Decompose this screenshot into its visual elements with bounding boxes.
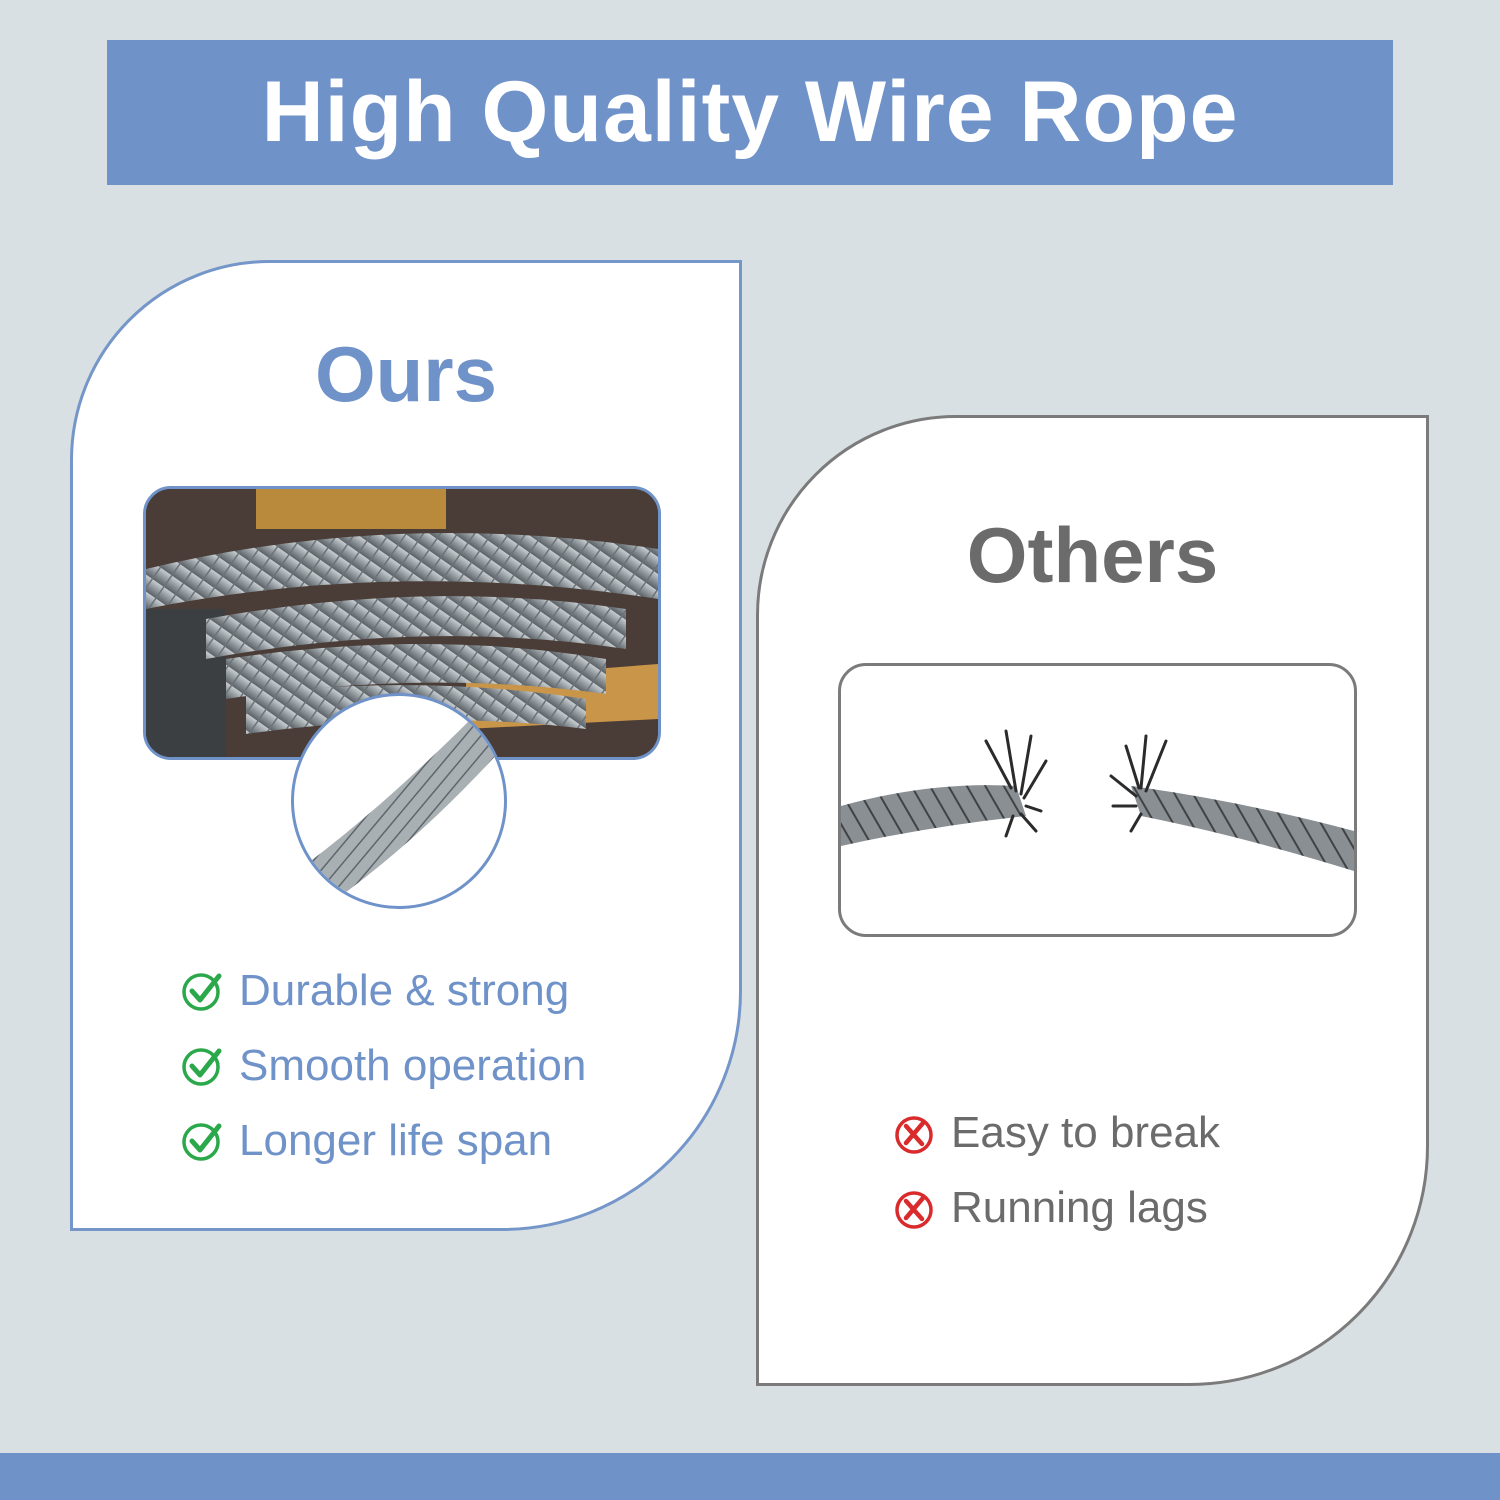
ours-title: Ours bbox=[314, 330, 498, 418]
others-feature-item: Running lags bbox=[893, 1170, 1220, 1245]
others-feature-label: Running lags bbox=[951, 1182, 1208, 1232]
ours-zoom-circle bbox=[291, 693, 507, 909]
ours-feature-label: Longer life span bbox=[239, 1115, 553, 1165]
ours-feature-list: Durable & strong Smooth operation Longer… bbox=[181, 953, 586, 1178]
ours-feature-item: Durable & strong bbox=[181, 953, 586, 1028]
check-circle-icon bbox=[182, 1047, 222, 1086]
others-photo bbox=[838, 663, 1357, 937]
others-panel: Others bbox=[756, 415, 1429, 1386]
x-circle-icon bbox=[895, 1115, 933, 1154]
header-banner: High Quality Wire Rope bbox=[107, 40, 1393, 185]
frayed-rope-image bbox=[841, 729, 1354, 871]
others-feature-item: Easy to break bbox=[893, 1095, 1220, 1170]
others-feature-list: Easy to break Running lags bbox=[893, 1095, 1220, 1245]
ours-feature-label: Durable & strong bbox=[239, 965, 570, 1015]
ours-feature-item: Smooth operation bbox=[181, 1028, 586, 1103]
ours-feature-item: Longer life span bbox=[181, 1103, 586, 1178]
wire-rope-closeup-image bbox=[304, 716, 504, 901]
ours-feature-label: Smooth operation bbox=[239, 1040, 587, 1090]
check-circle-icon bbox=[182, 1122, 222, 1161]
check-circle-icon bbox=[182, 972, 222, 1011]
others-feature-label: Easy to break bbox=[951, 1107, 1221, 1157]
x-circle-icon bbox=[895, 1190, 933, 1229]
page-title: High Quality Wire Rope bbox=[261, 64, 1239, 160]
bottom-bar bbox=[0, 1453, 1500, 1500]
others-title: Others bbox=[966, 511, 1219, 599]
ours-panel: Ours bbox=[70, 260, 742, 1231]
